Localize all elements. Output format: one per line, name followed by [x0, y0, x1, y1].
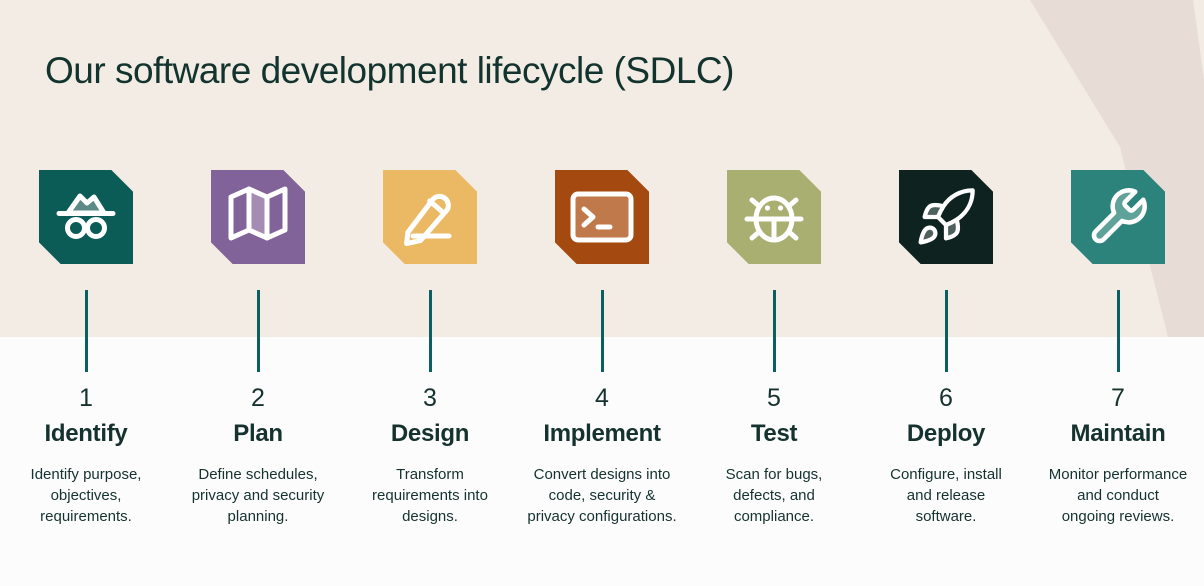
step-description: Scan for bugs, defects, and compliance. [725, 466, 823, 525]
step-description: Define schedules, privacy and security p… [191, 466, 325, 525]
step-title: Identify [44, 420, 128, 447]
connector-line [944, 290, 948, 372]
terminal-icon [555, 170, 649, 264]
step-implement: 4 Implement Convert designs into code, s… [516, 170, 688, 527]
step-description: Monitor performance and conduct ongoing … [1048, 466, 1188, 525]
step-test: 5 Test Scan for bugs, defects, and compl… [688, 170, 860, 527]
rocket-icon [899, 170, 993, 264]
step-maintain: 7 Maintain Monitor performance and condu… [1032, 170, 1204, 527]
step-number: 5 [767, 384, 781, 412]
step-title: Test [750, 420, 798, 447]
incognito-icon [39, 170, 133, 264]
step-number: 6 [939, 384, 953, 412]
step-description: Convert designs into code, security & pr… [527, 466, 677, 525]
step-description: Identify purpose, objectives, requiremen… [30, 466, 142, 525]
step-number: 4 [595, 384, 609, 412]
step-number: 1 [79, 384, 93, 412]
pencil-icon [383, 170, 477, 264]
step-plan: 2 Plan Define schedules, privacy and sec… [172, 170, 344, 527]
connector-line [600, 290, 604, 372]
steps-row: 1 Identify Identify purpose, objectives,… [0, 170, 1204, 527]
step-title: Plan [233, 420, 283, 447]
step-deploy: 6 Deploy Configure, install and release … [860, 170, 1032, 527]
step-description: Transform requirements into designs. [372, 466, 488, 525]
step-title: Maintain [1070, 420, 1166, 447]
connector-line [1116, 290, 1120, 372]
step-title: Implement [543, 420, 661, 447]
step-number: 3 [423, 384, 437, 412]
connector-line [428, 290, 432, 372]
step-title: Design [390, 420, 470, 447]
connector-line [256, 290, 260, 372]
step-description: Configure, install and release software. [890, 466, 1002, 525]
header-background [0, 0, 1204, 337]
page-title: Our software development lifecycle (SDLC… [45, 50, 734, 91]
wrench-icon [1071, 170, 1165, 264]
connector-line [84, 290, 88, 372]
step-identify: 1 Identify Identify purpose, objectives,… [0, 170, 172, 527]
step-number: 7 [1111, 384, 1125, 412]
step-number: 2 [251, 384, 265, 412]
step-design: 3 Design Transform requirements into des… [344, 170, 516, 527]
map-icon [211, 170, 305, 264]
connector-line [772, 290, 776, 372]
bug-icon [727, 170, 821, 264]
step-title: Deploy [906, 420, 986, 447]
